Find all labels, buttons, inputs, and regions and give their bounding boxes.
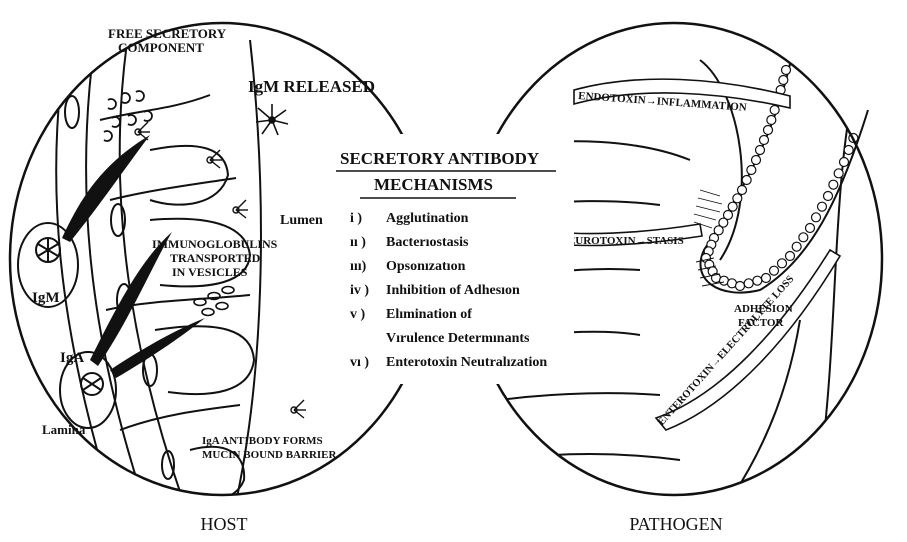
mechanisms-subtitle: MECHANISMS — [374, 175, 493, 194]
cell-wall-bead — [762, 274, 771, 283]
cell-wall-bead — [744, 279, 753, 288]
iga-label: IgA — [60, 350, 84, 366]
neurotoxin-ribbon: NEUROTOXIN→STASIS — [552, 224, 702, 247]
mechanisms-title: SECRETORY ANTIBODY — [340, 149, 539, 168]
mechanism-item: Vırulence Determınants — [386, 331, 530, 346]
endotoxin-ribbon: ENDOTOXIN→INFLAMMATION — [574, 79, 790, 114]
cell-wall-bead — [786, 252, 795, 261]
ig-transport-label-3: IN VESICLES — [172, 265, 248, 279]
free-sc-label-2: COMPONENT — [118, 40, 204, 55]
mechanisms-panel: SECRETORY ANTIBODY MECHANISMS i ) Aggluti… — [336, 134, 574, 384]
mechanism-number: ııı) — [350, 259, 367, 274]
cell-wall-bead — [770, 266, 779, 275]
cell-wall-bead — [728, 202, 737, 211]
free-sc-curls — [104, 91, 152, 141]
ig-transport-label: IMMUNOGLOBULINS — [152, 237, 278, 251]
mechanism-item: Opsonızatıon — [386, 259, 466, 274]
cell-wall-bead — [799, 233, 808, 242]
cell-wall-bead — [742, 176, 751, 185]
barrier-label-2: MUCIN BOUND BARRIER — [202, 449, 338, 461]
cell-wall-bead — [812, 213, 821, 222]
neurotoxin-label: NEUROTOXIN→STASIS — [560, 235, 684, 247]
mechanism-item: Enterotoxin Neutralızation — [386, 355, 547, 370]
mechanism-number: iv ) — [350, 283, 369, 298]
cell-wall-bead — [792, 242, 801, 251]
adhesion-factor-label-2: FACTOR — [738, 317, 784, 329]
igm-released-label: IgM RELEASED — [248, 77, 375, 96]
free-sc-label: FREE SECRETORY — [108, 26, 227, 41]
cell-wall-bead — [806, 224, 815, 233]
cell-wall-bead — [760, 136, 769, 145]
cell-wall-bead — [767, 116, 776, 125]
mechanism-item: Bacterıostasis — [386, 235, 469, 250]
cell-wall-bead — [770, 106, 779, 115]
cell-wall-bead — [829, 180, 838, 189]
cell-wall-bead — [840, 158, 849, 167]
cell-wall-bead — [753, 276, 762, 285]
enterotoxin-ribbon: ENTEROTOXIN→ELECTROLYTE LOSS — [656, 250, 840, 430]
cell-wall-bead — [747, 166, 756, 175]
cell-wall-bead — [779, 76, 788, 85]
cell-wall-bead — [752, 156, 761, 165]
igm-pentamer-icon — [256, 104, 288, 135]
cell-wall-bead — [824, 192, 833, 201]
mechanism-number: i ) — [350, 211, 362, 226]
cell-wall-bead — [756, 146, 765, 155]
barrier-label: IgA ANTIBODY FORMS — [202, 435, 323, 447]
host-circle: FREE SECRETORY COMPONENT IgM RELEASED Lu… — [18, 10, 375, 520]
ig-transport-label-2: TRANSPORTED — [170, 251, 261, 265]
enterotoxin-label: ENTEROTOXIN→ELECTROLYTE LOSS — [656, 274, 796, 428]
mechanism-number: v ) — [350, 307, 366, 322]
cell-wall-bead — [834, 169, 843, 178]
cell-wall-bead — [778, 259, 787, 268]
mechanism-item: Elımination of — [386, 307, 472, 322]
pathogen-caption: PATHOGEN — [629, 514, 722, 534]
cell-wall-bead — [733, 194, 742, 203]
vesicles — [194, 287, 234, 316]
cell-wall-bead — [736, 282, 745, 291]
mechanism-item: Inhibition of Adhesıon — [386, 283, 520, 298]
cell-wall-bead — [782, 66, 791, 75]
adhesion-factor-label: ADHESION — [734, 303, 793, 315]
mechanism-number: vı ) — [350, 355, 369, 370]
cell-wall-bead — [764, 126, 773, 135]
mechanism-item: Agglutination — [386, 211, 469, 226]
lumen-label: Lumen — [280, 213, 323, 228]
cell-wall-bead — [738, 186, 747, 195]
mechanism-number: ıı ) — [350, 235, 366, 250]
igm-label: IgM — [32, 290, 60, 306]
host-caption: HOST — [200, 514, 247, 534]
cell-wall-bead — [844, 146, 853, 155]
cell-wall-bead — [818, 202, 827, 211]
